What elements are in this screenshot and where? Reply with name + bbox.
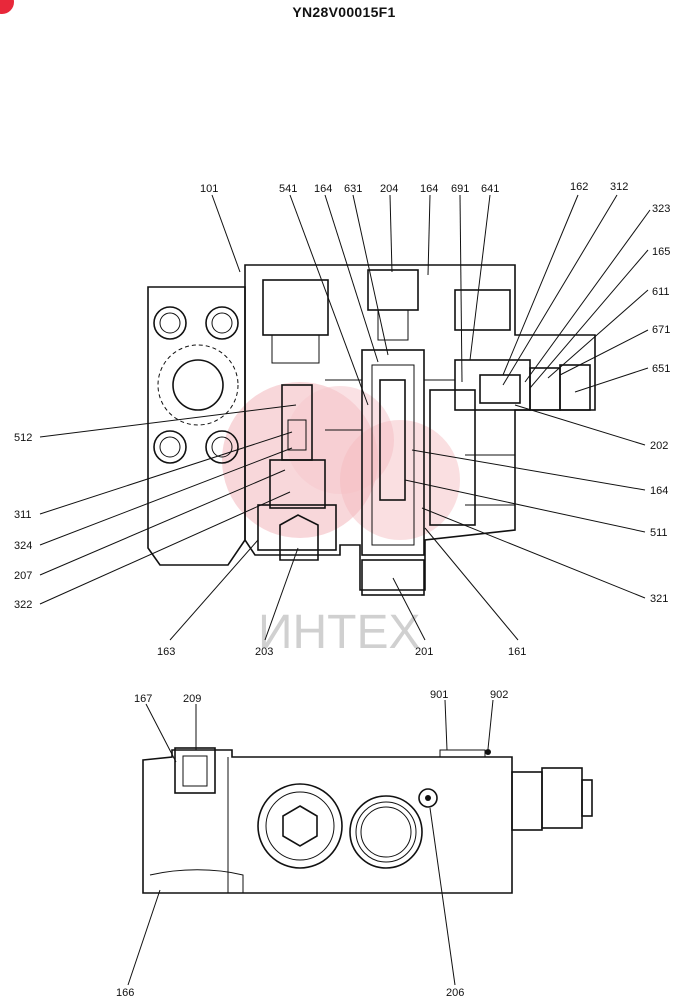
label-162: 162 xyxy=(570,181,588,193)
label-203: 203 xyxy=(255,646,273,658)
watermark-text: ИНТЕХ xyxy=(258,606,421,659)
label-512: 512 xyxy=(14,432,32,444)
label-902: 902 xyxy=(490,689,508,701)
label-207: 207 xyxy=(14,570,32,582)
label-651: 651 xyxy=(652,363,670,375)
label-312: 312 xyxy=(610,181,628,193)
label-204: 204 xyxy=(380,183,398,195)
label-671: 671 xyxy=(652,324,670,336)
upper-view xyxy=(39,194,651,641)
label-165: 165 xyxy=(652,246,670,258)
label-163: 163 xyxy=(157,646,175,658)
lower-view xyxy=(127,699,593,986)
label-164: 164 xyxy=(314,183,332,195)
label-167: 167 xyxy=(134,693,152,705)
label-324: 324 xyxy=(14,540,32,552)
label-101: 101 xyxy=(200,183,218,195)
label-161: 161 xyxy=(508,646,526,658)
label-641: 641 xyxy=(481,183,499,195)
label-322: 322 xyxy=(14,599,32,611)
label-323: 323 xyxy=(652,203,670,215)
label-311: 311 xyxy=(14,509,32,521)
label-209: 209 xyxy=(183,693,201,705)
drawing-title: YN28V00015F1 xyxy=(292,4,396,20)
label-164: 164 xyxy=(650,485,668,497)
label-631: 631 xyxy=(344,183,362,195)
label-202: 202 xyxy=(650,440,668,452)
label-166: 166 xyxy=(116,987,134,999)
label-901: 901 xyxy=(430,689,448,701)
label-541: 541 xyxy=(279,183,297,195)
label-511: 511 xyxy=(650,527,668,539)
label-321: 321 xyxy=(650,593,668,605)
watermark: ИНТЕХ xyxy=(222,382,460,659)
label-201: 201 xyxy=(415,646,433,658)
label-206: 206 xyxy=(446,987,464,999)
upper-labels: 101 541 164 631 204 164 691 641 162 312 … xyxy=(14,181,670,658)
label-164: 164 xyxy=(420,183,438,195)
label-691: 691 xyxy=(451,183,469,195)
label-611: 611 xyxy=(652,286,670,298)
lower-labels: 167 209 901 902 166 206 xyxy=(116,689,508,999)
